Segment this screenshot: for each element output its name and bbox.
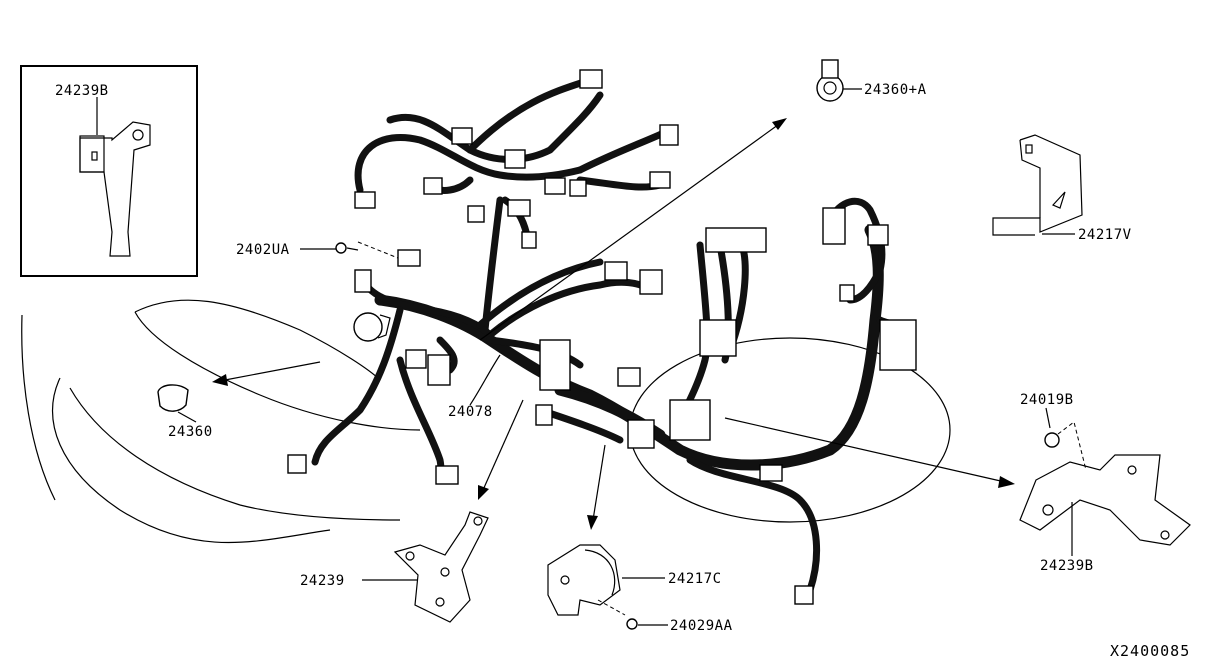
bolt-2402UA: 2402UA [236,241,399,259]
part-label-24239: 24239 [300,573,345,589]
bracket-24239: 24239 [300,511,489,623]
part-label-24029AA: 24029AA [670,618,733,634]
wiring-harness [311,76,914,594]
harness-label-24078: 24078 [448,354,501,420]
bracket-24217V: 24217V [992,134,1132,243]
part-label-2402UA: 2402UA [236,242,290,258]
part-label-24239B: 24239B [1040,558,1094,574]
bracket-24239B: 24019B 24239B [1019,392,1191,574]
part-label-24360: 24360 [168,424,213,440]
grommet-24360: 24360 [157,384,213,440]
part-label-24217V: 24217V [1078,227,1132,243]
connectors [287,69,917,605]
part-label-24217C: 24217C [668,571,722,587]
part-label-24360A: 24360+A [864,82,927,98]
grommet-24360A: 24360+A [816,59,927,102]
part-label-24019B: 24019B [1020,392,1074,408]
pointer-arrows [212,118,1015,530]
part-label-24078: 24078 [448,404,493,420]
inset-box: 24239B [20,65,198,277]
diagram-reference: X2400085 [1110,642,1190,660]
inset-bracket [79,121,151,257]
inset-part-label: 24239B [55,83,109,99]
bracket-24217C: 24217C 24029AA [547,544,733,634]
